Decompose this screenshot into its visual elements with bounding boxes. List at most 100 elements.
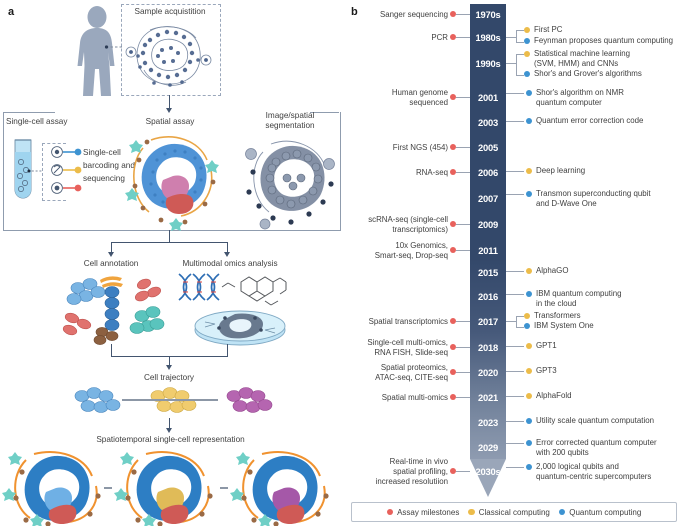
timeline-year-2003: 2003	[477, 117, 499, 128]
timeline-year-2018: 2018	[477, 342, 499, 353]
spatiotemporal-label: Spatiotemporal single-cell representatio…	[96, 435, 245, 444]
legend-dot-assay	[386, 508, 394, 516]
split-left-arrowhead	[107, 252, 114, 257]
timeline-computing-label: First PC	[534, 25, 563, 35]
assay-label-line: Single-cell multi-omics,	[367, 338, 448, 348]
timeline-computing-label: Shor's algorithm on NMR	[536, 88, 624, 98]
timeline-dot-quantum-2029	[526, 439, 533, 447]
trajectory-arrowhead	[165, 428, 172, 433]
timeline-year-2007: 2007	[477, 193, 499, 204]
assay-label-line: 10x Genomics,	[395, 241, 448, 251]
assay-label-line: First NGS (454)	[392, 143, 448, 152]
timeline-assay-label-2018: Single-cell multi-omics,RNA FISH, Slide-…	[288, 338, 448, 357]
timeline-year-2015: 2015	[477, 267, 499, 278]
legend-dot-quantum	[558, 508, 566, 516]
cell-annotation-clusters	[62, 276, 165, 345]
timeline-dot-assay-2011	[450, 246, 457, 254]
tube-pointer-line	[27, 169, 42, 173]
merge-right-leg	[227, 344, 229, 356]
cell-trajectory-label: Cell trajectory	[143, 373, 195, 382]
timeline-dot-quantum-1980s	[524, 37, 531, 45]
timeline-computing-label: GPT3	[536, 366, 557, 376]
timeline-year-2023: 2023	[477, 417, 499, 428]
timeline-connector-right-2001	[506, 93, 524, 95]
timeline-dot-assay-2009	[450, 220, 457, 228]
timeline-bar	[470, 4, 506, 459]
timeline-year-2029: 2029	[477, 442, 499, 453]
timeline-year-2011: 2011	[478, 245, 498, 256]
timeline-dot-classical-2018	[526, 342, 533, 350]
flow-arrow-to-assays	[169, 95, 171, 111]
timeline-dot-assay-2018	[450, 343, 457, 351]
timeline-dot-quantum-2001	[526, 89, 533, 97]
timeline-dot-assay-2006	[450, 168, 457, 176]
tube-legend-line1: Single-cell	[83, 148, 121, 157]
timeline-dot-quantum-1990s	[524, 70, 531, 78]
timeline-year-2030s: 2030s	[475, 466, 501, 477]
timeline-assay-label-2021: Spatial multi-omics	[288, 393, 448, 403]
spatial-assay-illustration	[125, 136, 219, 231]
assay-label-line: Spatial proteomics,	[380, 363, 448, 373]
panel-a-workflow-diagram: a Sample acquistition	[2, 4, 341, 526]
assay-label-line: ATAC-seq, CITE-seq	[375, 372, 448, 382]
timeline-year-2006: 2006	[477, 167, 499, 178]
sample-acquisition-label: Sample acquistition	[134, 7, 206, 16]
timeline-connector-right-2023	[506, 421, 524, 423]
tube-legend-line2: barcoding and	[83, 161, 135, 170]
timeline-connector-right-1990s	[506, 63, 516, 65]
assay-label-line: transcriptomics)	[392, 224, 448, 234]
timeline-assay-label-2005: First NGS (454)	[288, 143, 448, 153]
timeline-connector-right-2020	[506, 371, 524, 373]
timeline-year-1970s: 1970s	[475, 9, 501, 20]
assay-label-line: scRNA-seq (single-cell	[368, 215, 448, 225]
timeline-connector-left-2009	[456, 224, 470, 226]
timeline-computing-label: Statistical machine learning	[534, 49, 631, 59]
assay-label-line: PCR	[431, 33, 448, 42]
timeline-computing-label: Error corrected quantum computer	[536, 438, 657, 448]
timeline-dot-classical-2015	[526, 267, 533, 275]
test-tube-icon	[14, 139, 32, 199]
assay-label-line: Smart-seq, Drop-seq	[374, 250, 448, 260]
trajectory-to-spatiotemporal-line	[169, 418, 171, 430]
assay-label-single-cell: Single-cell assay	[6, 117, 68, 126]
assay-label-line: Human genome	[391, 88, 448, 98]
flow-arrow-head-1	[165, 108, 172, 113]
timeline-assay-label-1970s: Sanger sequencing	[288, 10, 448, 20]
timeline-bracket-1990s	[516, 54, 524, 76]
assay-label-line: Spatial multi-omics	[381, 393, 448, 402]
legend-label-quantum: Quantum computing	[569, 507, 642, 517]
timeline-connector-right-2021	[506, 396, 524, 398]
cell-annotation-label: Cell annotation	[83, 259, 139, 268]
timeline-dot-assay-2020	[450, 368, 457, 376]
assay-label-line: spatial profiling,	[393, 467, 448, 477]
assay-label-image-seg-1: Image/spatial	[265, 111, 315, 120]
timeline-assay-label-2006: RNA-seq	[288, 168, 448, 178]
timeline-connector-right-2007	[506, 194, 524, 196]
tube-legend-line3: sequencing	[83, 174, 125, 183]
timeline-bracket-2017	[516, 316, 524, 328]
timeline-year-2017: 2017	[477, 316, 499, 327]
timeline-computing-label: (SVM, HMM) and CNNs	[534, 59, 619, 69]
timeline-connector-left-1980s	[456, 37, 470, 39]
timeline-bracket-1980s	[516, 30, 524, 43]
timeline-dot-assay-2021	[450, 393, 457, 401]
timeline-dot-classical-1980s	[524, 26, 531, 34]
timeline-computing-label: Deep learning	[536, 166, 586, 176]
timeline-connector-right-2006	[506, 171, 524, 173]
timeline-computing-label: Quantum error correction code	[536, 116, 644, 126]
multimodal-label: Multimodal omics analysis	[182, 259, 278, 268]
timeline-year-1980s: 1980s	[475, 32, 501, 43]
cell-trajectory-illustration	[74, 387, 273, 413]
timeline-assay-label-1980s: PCR	[288, 33, 448, 43]
timeline-connector-left-2001	[456, 97, 470, 99]
timeline-dot-assay-1970s	[450, 10, 457, 18]
timeline-computing-label: Feynman proposes quantum computing	[534, 36, 674, 46]
timeline-assay-label-2017: Spatial transcriptomics	[288, 317, 448, 327]
assay-label-spatial: Spatial assay	[145, 117, 195, 126]
tube-legend-bracket	[42, 143, 66, 201]
tissue-sample-illustration	[125, 26, 212, 87]
